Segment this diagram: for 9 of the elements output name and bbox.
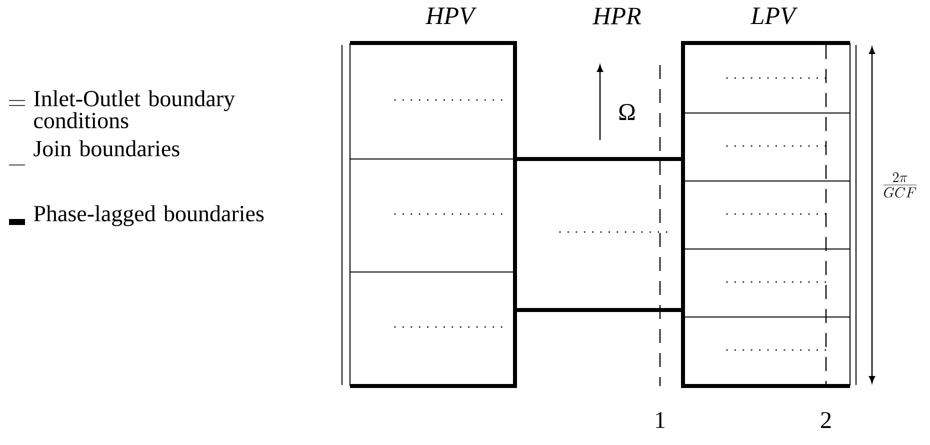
passage-block: LPV bbox=[681, 8, 850, 388]
legend-text: Inlet-Outlet boundary conditions bbox=[34, 90, 235, 128]
plane-number: 1 bbox=[656, 412, 665, 428]
legend-text: Join boundaries bbox=[34, 140, 180, 156]
passage-block: HPV bbox=[350, 8, 517, 388]
legend-text: Phase-lagged boundaries bbox=[34, 205, 264, 226]
fraction: $\frac{2\pi}{GCF}$ bbox=[883, 172, 917, 198]
plane-number: 2 bbox=[821, 412, 831, 428]
symbol: Ω bbox=[619, 104, 635, 120]
